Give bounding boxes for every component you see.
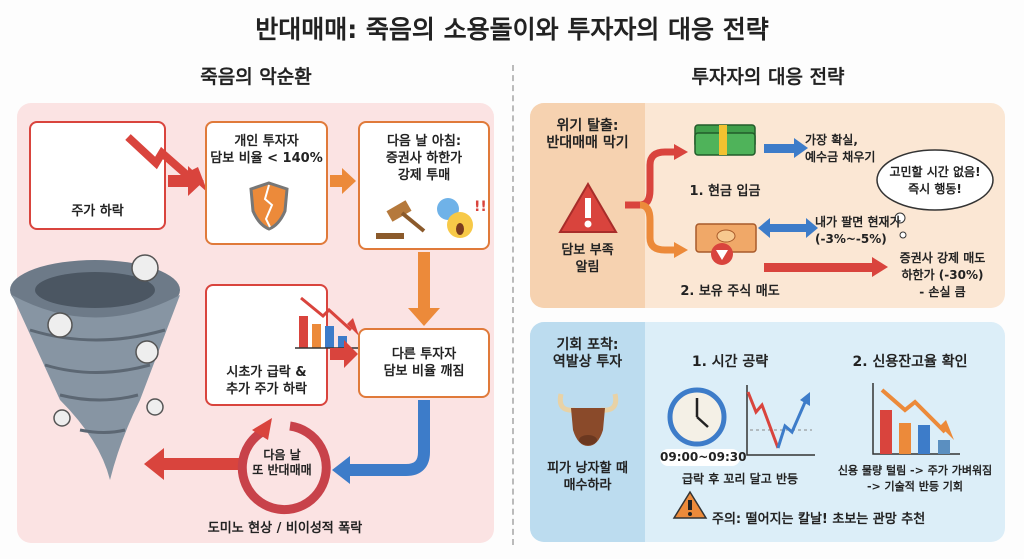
step-margin-ratio: 개인 투자자 담보 비율 < 140% <box>205 121 328 245</box>
left-heading: 죽음의 악순환 <box>200 66 312 88</box>
sell-note: 내가 팔면 현재가(-3%~-5%) <box>815 215 901 246</box>
sell-stock-label: 2. 보유 주식 매도 <box>680 284 780 299</box>
arrow-right-icon <box>330 168 356 194</box>
arrow-right-icon <box>764 257 888 277</box>
cycle-caption: 도미노 현상 / 비이성적 폭락 <box>207 521 363 536</box>
caution-icon <box>672 490 708 519</box>
time-window: 09:00~09:30 <box>660 449 747 466</box>
arrow-right-icon <box>330 340 358 368</box>
stock-sell-icon <box>695 223 757 265</box>
step-opening-crash: 시초가 급락 & 추가 주가 하락 <box>205 284 361 406</box>
arrow-right-icon <box>168 166 204 196</box>
gavel-icon: !! <box>376 198 487 239</box>
step-forced-sale: 다음 날 아침: 증권사 하한가 강제 투매 !! <box>358 121 490 250</box>
divider <box>512 65 514 545</box>
double-arrow-icon <box>758 218 818 238</box>
cycle-arrow-icon <box>237 418 331 515</box>
warning-alert-icon <box>558 182 618 233</box>
step-price-drop: 주가 하락 <box>29 121 208 230</box>
cash-deposit-label: 1. 현금 입금 <box>689 184 761 199</box>
bull-icon <box>557 393 619 446</box>
credit-caption: 신용 물량 털림 -> 주가 가벼워짐-> 기술적 반등 기회 <box>837 464 993 493</box>
time-caption: 급락 후 꼬리 달고 반등 <box>681 472 799 486</box>
broken-shield-icon <box>249 181 289 231</box>
arrow-return-icon <box>332 400 430 484</box>
cash-note: 가장 확실,예수금 채우기 <box>805 133 876 164</box>
escape-title: 위기 탈출:반대매매 막기 <box>546 118 629 151</box>
credit-balance-title: 2. 신용잔고율 확인 <box>852 354 968 370</box>
step-others-margin-broken: 다른 투자자 담보 비율 깨짐 <box>358 328 490 398</box>
right-heading: 투자자의 대응 전략 <box>691 66 845 88</box>
bubble-text: 고민할 시간 없음!즉시 행동! <box>889 165 981 196</box>
warning-text: 주의: 떨어지는 칼날! 초보는 관망 추천 <box>712 512 926 527</box>
clock-icon <box>667 387 727 447</box>
arrow-left-icon <box>144 448 242 480</box>
svg-text:!!: !! <box>474 199 487 215</box>
cash-stack-icon <box>694 124 756 156</box>
time-strategy-title: 1. 시간 공략 <box>691 354 769 370</box>
skull-icon <box>47 254 164 427</box>
thought-bubble-icon <box>876 149 994 239</box>
page-title: 반대매매: 죽음의 소용돌이와 투자자의 대응 전략 <box>255 15 769 44</box>
arrow-down-icon <box>408 252 440 326</box>
arrow-right-icon <box>764 138 808 158</box>
opportunity-title: 기회 포착:역발상 투자 <box>552 337 623 370</box>
credit-bar-chart-icon <box>872 383 960 455</box>
rebound-chart-icon <box>746 385 815 456</box>
